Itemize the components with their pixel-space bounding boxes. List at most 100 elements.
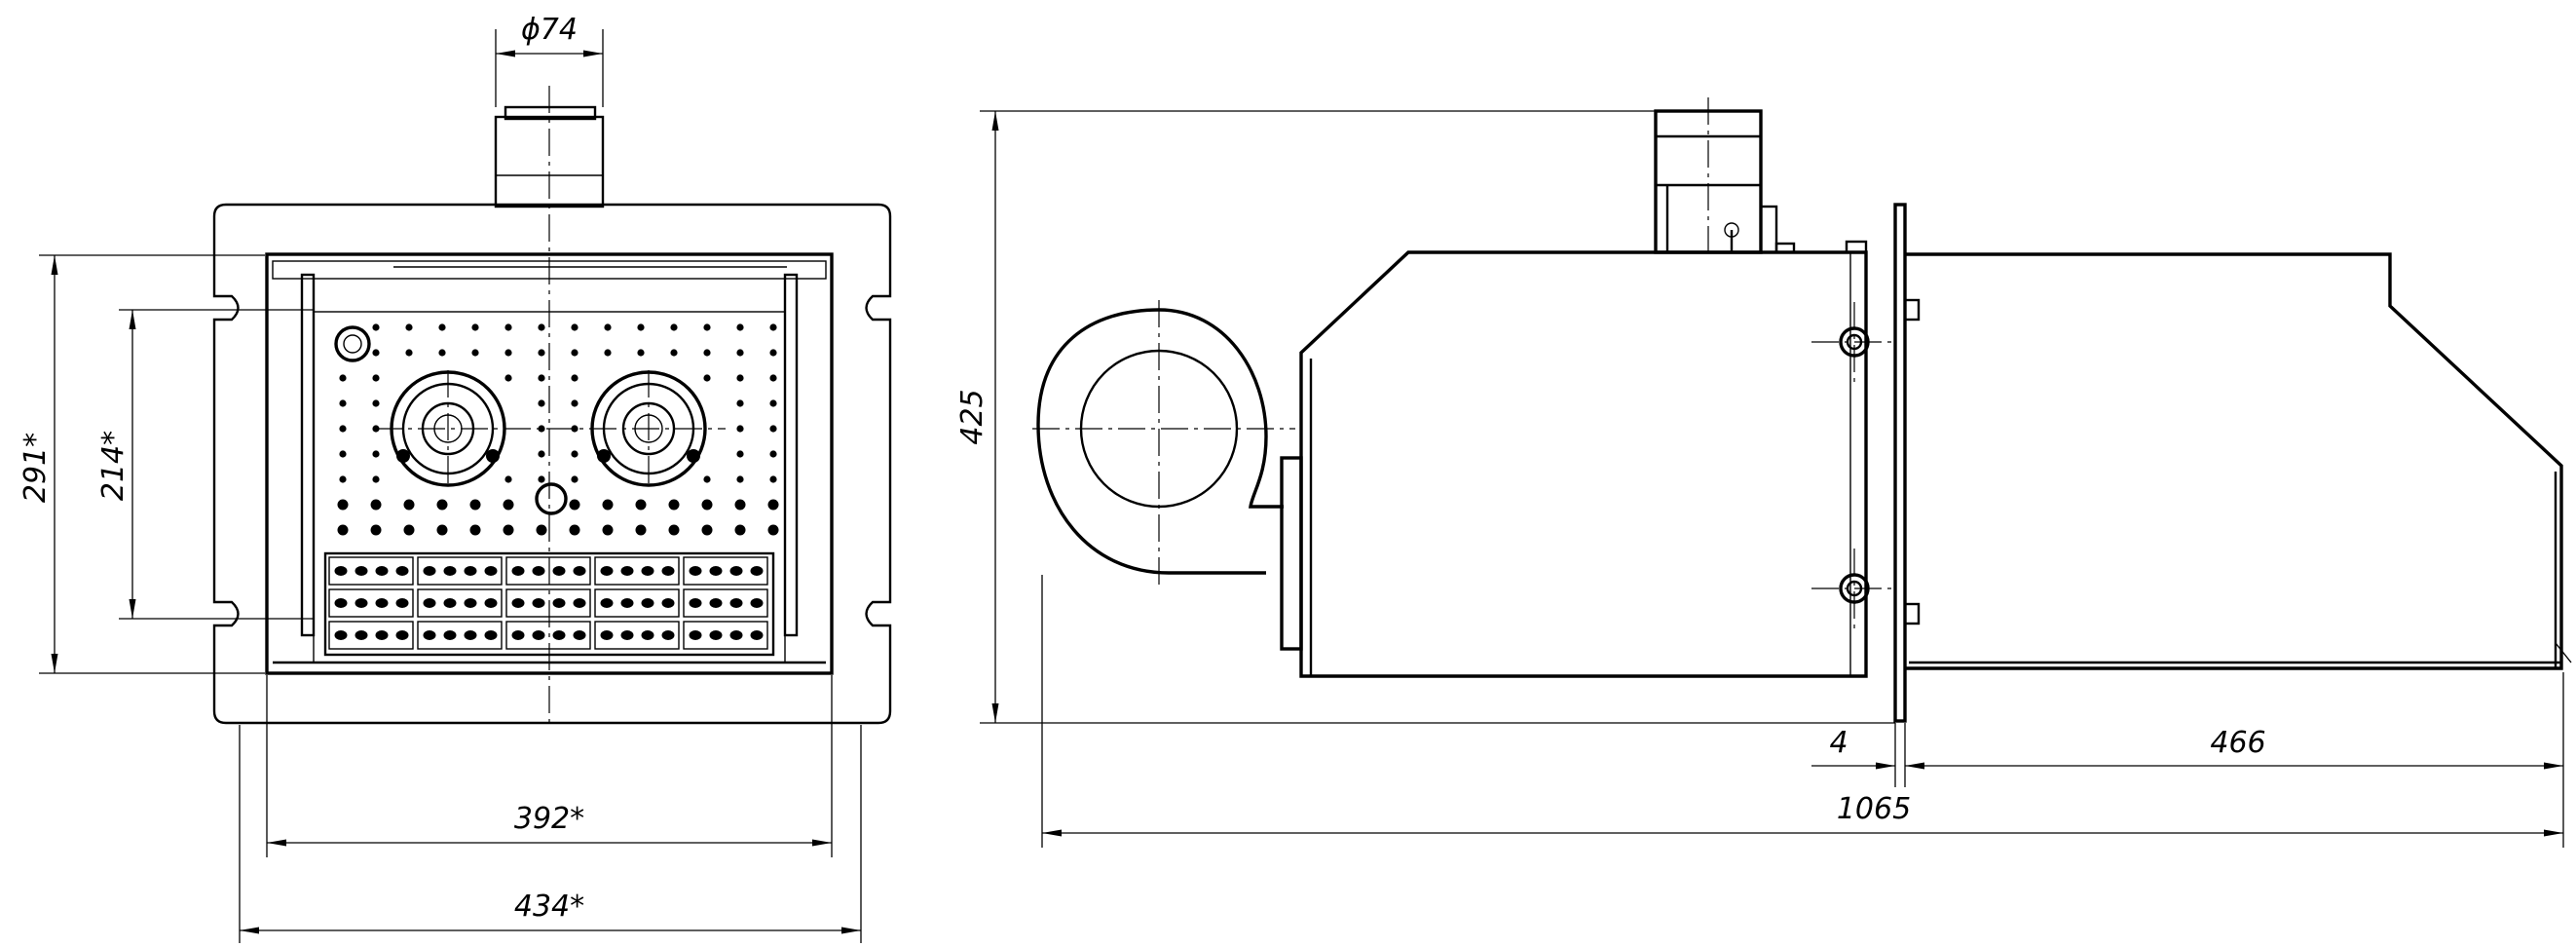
perforation-hole [339, 475, 347, 483]
dim-434-label: 434* [514, 890, 584, 924]
perforation-hole [536, 524, 547, 536]
perforation-hole [604, 349, 612, 357]
grate-hole [355, 566, 368, 576]
grate-cell [328, 556, 414, 586]
side-main-body [1299, 250, 1868, 678]
grate-cell [417, 621, 503, 650]
dim-392-label: 392* [514, 802, 584, 836]
perforation-hole [436, 499, 448, 511]
grate-cell [505, 588, 591, 618]
front-right-bracket [783, 273, 799, 637]
perforation-hole [701, 499, 713, 511]
perforation-hole [337, 499, 349, 511]
perforation-hole [339, 399, 347, 407]
grate-hole [464, 630, 477, 640]
perforation-hole [637, 323, 645, 331]
grate-hole [573, 598, 586, 608]
perforation-hole [769, 374, 777, 382]
grate-hole [661, 598, 675, 608]
grate-cell [417, 556, 503, 586]
perforation-hole [571, 374, 579, 382]
grate-cell [683, 621, 768, 650]
perforation-hole [372, 399, 380, 407]
perforation-hole [471, 349, 479, 357]
perforation-hole [504, 323, 512, 331]
perforation-hole [635, 524, 647, 536]
perforation-hole [602, 499, 614, 511]
grate-hole [729, 598, 743, 608]
grate-hole [423, 598, 436, 608]
perforation-hole [668, 499, 680, 511]
side-plate-clip-lower [1903, 602, 1921, 625]
side-view: 425 4 466 1065 [955, 97, 2572, 848]
perforation-hole [438, 323, 446, 331]
grate-hole [552, 566, 566, 576]
grate-cell [328, 621, 414, 650]
perforation-hole [668, 524, 680, 536]
grate-cell [417, 588, 503, 618]
grate-hole [552, 598, 566, 608]
grate-hole [532, 598, 545, 608]
perforation-hole [734, 524, 746, 536]
perforation-hole [504, 475, 512, 483]
perforation-hole [703, 323, 711, 331]
front-left-bracket [300, 273, 316, 637]
dim-1065-label: 1065 [1837, 792, 1911, 826]
grate-hole [511, 630, 525, 640]
grate-hole [661, 630, 675, 640]
perforation-hole [503, 524, 514, 536]
grate-hole [573, 630, 586, 640]
perforation-hole [703, 349, 711, 357]
perforation-hole [372, 349, 380, 357]
grate-hole [750, 598, 764, 608]
perforation-hole [569, 499, 580, 511]
grate-cell [594, 588, 680, 618]
perforation-hole [405, 323, 413, 331]
perforation-hole [769, 323, 777, 331]
side-burner-tube [1905, 252, 2563, 670]
front-perforation-holes [337, 323, 779, 536]
grate-hole [355, 598, 368, 608]
perforation-hole [469, 524, 481, 536]
perforation-hole [571, 399, 579, 407]
perforation-hole [504, 374, 512, 382]
perforation-hole [769, 475, 777, 483]
grate-hole [709, 566, 723, 576]
grate-hole [689, 598, 702, 608]
perforation-hole [769, 450, 777, 458]
left-port-bolt-a [396, 449, 410, 463]
perforation-hole [736, 475, 744, 483]
perforation-hole [769, 399, 777, 407]
grate-hole [641, 598, 654, 608]
perforation-hole [339, 425, 347, 433]
side-top-clip [1845, 240, 1868, 254]
perforation-hole [569, 524, 580, 536]
grate-hole [641, 566, 654, 576]
side-motor-bracket-foot [1774, 242, 1796, 254]
grate-cell [505, 556, 591, 586]
dim-466-label: 466 [2210, 726, 2265, 760]
grate-hole [423, 630, 436, 640]
perforation-hole [372, 323, 380, 331]
perforation-hole [405, 349, 413, 357]
perforation-hole [703, 374, 711, 382]
grate-hole [443, 566, 457, 576]
perforation-hole [370, 499, 382, 511]
grate-hole [395, 598, 409, 608]
perforation-hole [538, 323, 545, 331]
grate-hole [709, 630, 723, 640]
perforation-hole [736, 349, 744, 357]
perforation-hole [370, 524, 382, 536]
perforation-hole [736, 425, 744, 433]
perforation-hole [604, 323, 612, 331]
perforation-hole [403, 524, 415, 536]
grate-hole [573, 566, 586, 576]
perforation-hole [701, 524, 713, 536]
grate-hole [375, 630, 389, 640]
side-plate-clip-upper [1903, 298, 1921, 322]
perforation-hole [767, 524, 779, 536]
grate-cell [594, 621, 680, 650]
grate-hole [600, 566, 614, 576]
front-lower-grate-cells [328, 556, 768, 650]
